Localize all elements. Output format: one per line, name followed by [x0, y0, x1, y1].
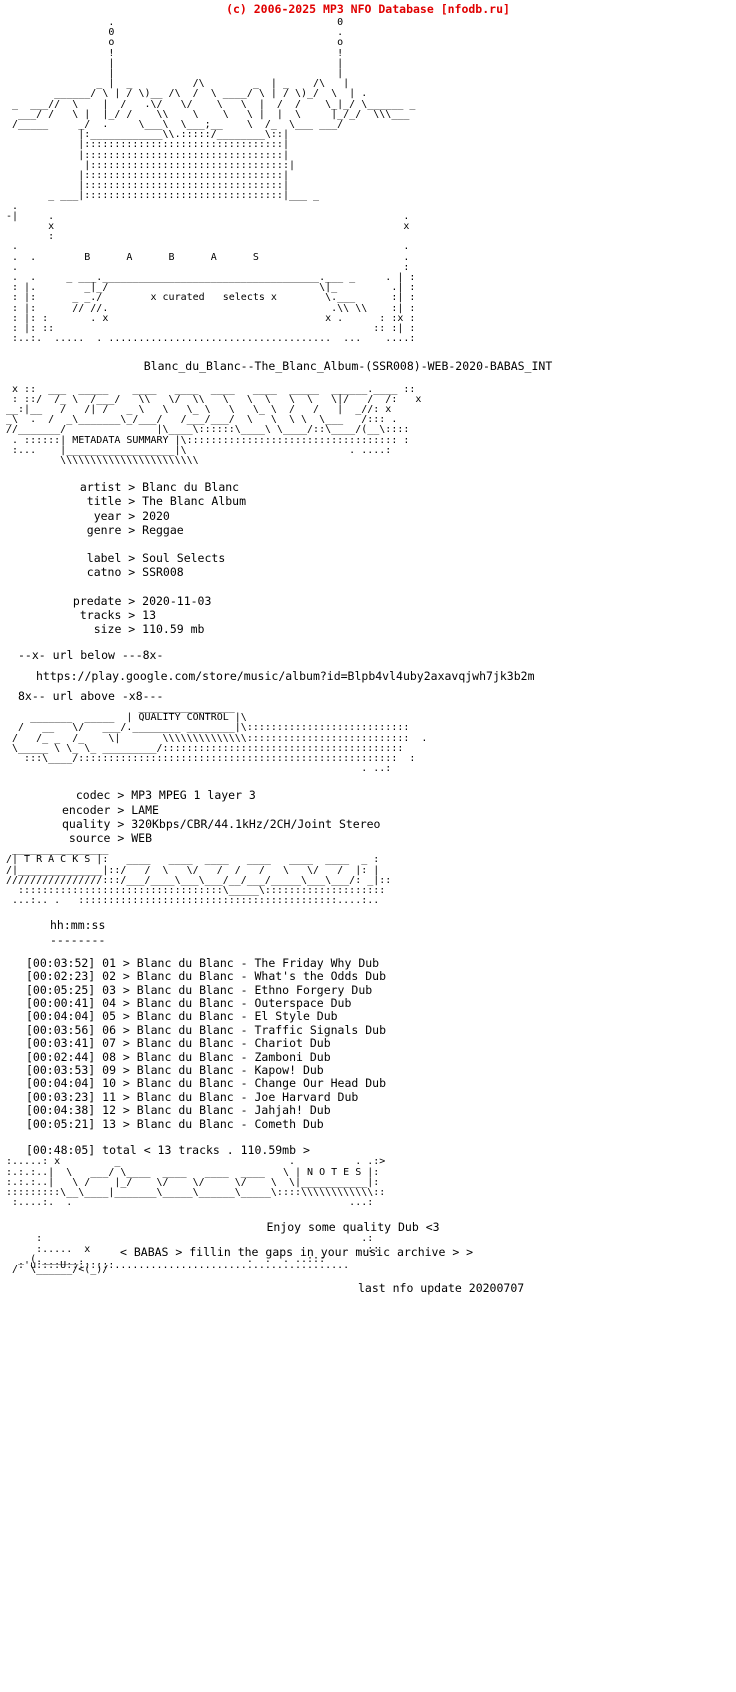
url-marker-before: --x- url below ---8x- — [18, 648, 164, 663]
group-signature-ascii: : .: :..... x .:: _ (.______. . . . ..::… — [12, 1233, 380, 1275]
header-tagline-ascii: . -| . . x x : . — [6, 200, 416, 345]
tracks-banner-ascii: ________________ /| T R A C K S |: ____ … — [6, 844, 392, 907]
tracks-time-header: hh:mm:ss -------- — [0, 906, 736, 946]
release-name: Blanc_du_Blanc--The_Blanc_Album-(SSR008)… — [143, 358, 553, 373]
tracks-time-rule: -------- — [50, 932, 106, 947]
nfodb-copyright: (c) 2006-2025 MP3 NFO Database [nfodb.ru… — [226, 2, 510, 16]
quality-banner-ascii: ________________ _______ _____ | QUALITY… — [12, 701, 428, 775]
album-url[interactable]: https://play.google.com/store/music/albu… — [36, 668, 535, 683]
header-ascii-logo: . 0 0 . o o ! — [12, 17, 416, 202]
notes-banner-ascii: :.....: x _ . . .:> :.:.:..| \ ___/ \___… — [6, 1156, 386, 1209]
url-section: --x- url below ---8x- https://play.googl… — [0, 636, 736, 703]
quality-control-fields: codec > MP3 MPEG 1 layer 3 encoder > LAM… — [62, 788, 381, 845]
tracks-time-label: hh:mm:ss — [50, 918, 106, 933]
group-signature-line: < BABAS > fillin the gaps in your music … — [120, 1245, 474, 1260]
group-signature-tail-ascii: :'u::::U::::::::........................… — [6, 1260, 350, 1272]
last-nfo-update: last nfo update 20200707 — [358, 1281, 525, 1296]
url-marker-after: 8x-- url above -x8--- — [18, 688, 164, 703]
tracks-total: [00:48:05] total < 13 tracks . 110.59mb … — [26, 1143, 310, 1158]
track-list: [00:03:52] 01 > Blanc du Blanc - The Fri… — [26, 955, 387, 1131]
notes-message: Enjoy some quality Dub <3 — [266, 1220, 440, 1235]
metadata-summary-fields: artist > Blanc du Blanc title > The Blan… — [72, 480, 247, 637]
metadata-banner-ascii: x :: ___ _____ ____ ____ ____ ____ _____… — [6, 383, 422, 466]
